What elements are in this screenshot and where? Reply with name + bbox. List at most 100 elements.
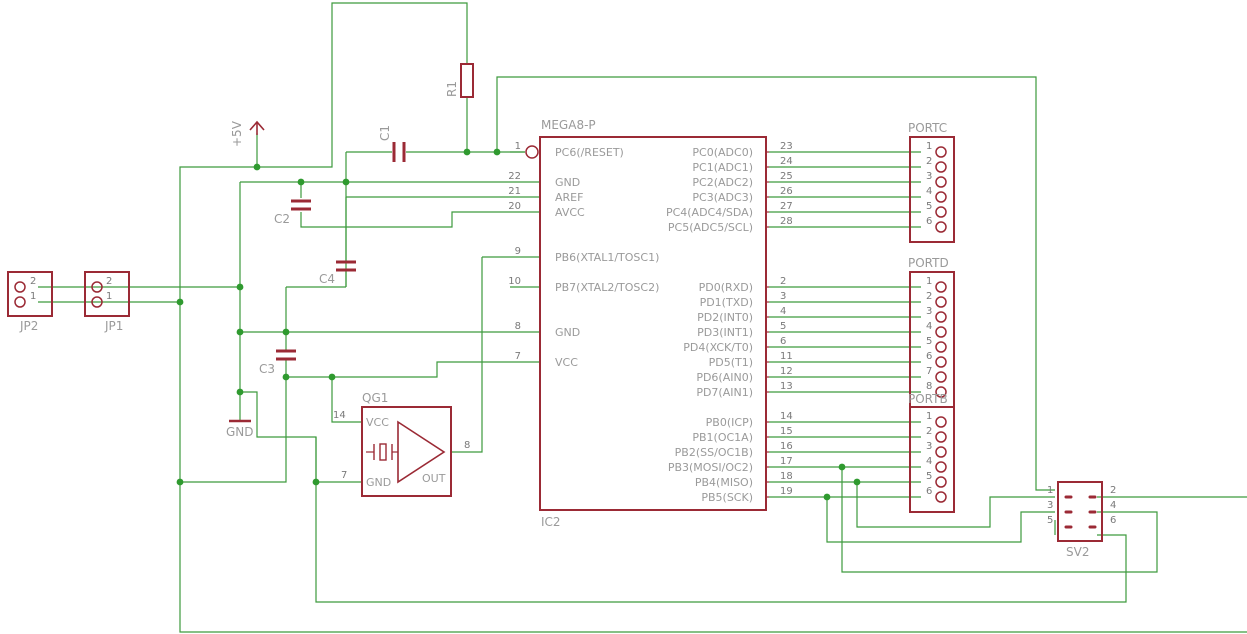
ic2-pin-label: GND	[555, 326, 580, 339]
ic2-pin-label: PC6(/RESET)	[555, 146, 624, 159]
ic2-pin-label: PB5(SCK)	[701, 491, 753, 504]
ic2-pin-number: 15	[780, 426, 793, 437]
ic2-right-pins: 23PC0(ADC0)24PC1(ADC1)25PC2(ADC2)26PC3(A…	[666, 141, 793, 504]
qg1-pin-out: 8	[464, 440, 470, 451]
header-pin-number: 3	[926, 171, 932, 182]
header-pin-number: 6	[926, 216, 932, 227]
header-pin-number: 5	[926, 471, 932, 482]
header-pin-number: 6	[926, 486, 932, 497]
header-pin-number: 7	[926, 366, 932, 377]
portc-name: PORTC	[908, 121, 947, 135]
ic2-pin-label: PD0(RXD)	[699, 281, 753, 294]
ic2-pin-number: 16	[780, 441, 793, 452]
ic2-pin-label: PD2(INT0)	[697, 311, 753, 324]
qg1-vcc-label: VCC	[366, 416, 389, 429]
sv2-pin-number: 1	[1047, 485, 1053, 496]
ic2-pin-number: 7	[515, 351, 521, 362]
ic2-pin-label: PC5(ADC5/SCL)	[668, 221, 753, 234]
ic2-pin-label: AREF	[555, 191, 583, 204]
header-pin-number: 1	[926, 411, 932, 422]
header-pin-number: 4	[926, 456, 932, 467]
header-pin-circle	[935, 386, 947, 398]
header-pin-circle	[935, 476, 947, 488]
ic2-pin-label: PD3(INT1)	[697, 326, 753, 339]
ic2-pin-number: 1	[515, 141, 521, 152]
ic2-pin-label: PB7(XTAL2/TOSC2)	[555, 281, 659, 294]
ic2-pin-label: PB2(SS/OC1B)	[675, 446, 753, 459]
header-pin-circle	[935, 161, 947, 173]
jp2-name: JP2	[19, 319, 38, 333]
header-pin-circle	[935, 416, 947, 428]
ic2-pin-number: 17	[780, 456, 793, 467]
ic2-pin-label: PC0(ADC0)	[692, 146, 753, 159]
header-pin-number: 3	[926, 441, 932, 452]
header-pin-circle	[935, 491, 947, 503]
c2-label: C2	[274, 212, 290, 226]
header-pin-circle	[935, 461, 947, 473]
ic2-pin-number: 19	[780, 486, 793, 497]
header-pin-circle	[935, 281, 947, 293]
ic2-pin-number: 22	[508, 171, 521, 182]
header-pin-number: 4	[926, 186, 932, 197]
ic2-pin-number: 27	[780, 201, 793, 212]
ic2-pin-label: AVCC	[555, 206, 585, 219]
ic2-pin-number: 18	[780, 471, 793, 482]
ic2-pin-number: 25	[780, 171, 793, 182]
capacitor-c4: C4	[319, 260, 356, 286]
header-pin-number: 4	[926, 321, 932, 332]
vcc-label: +5V	[230, 120, 244, 147]
jp1-pin-1: 1	[106, 291, 112, 302]
ic2-pin-number: 10	[508, 276, 521, 287]
header-pin-number: 8	[926, 381, 932, 392]
ic2-pin-number: 23	[780, 141, 793, 152]
resistor-r1: R1	[445, 63, 474, 98]
header-pin-circle	[935, 296, 947, 308]
ic2-pin-number: 26	[780, 186, 793, 197]
ic2-pin-label: PD4(XCK/T0)	[683, 341, 753, 354]
ic2-pin-number: 28	[780, 216, 793, 227]
ic2-pin-number: 9	[515, 246, 521, 257]
header-pin-number: 5	[926, 336, 932, 347]
capacitor-c3: C3	[259, 349, 296, 376]
supply-vcc: +5V	[230, 120, 265, 147]
header-pin-number: 6	[926, 351, 932, 362]
ic2-pin-number: 3	[780, 291, 786, 302]
qg1-pin-gnd: 7	[341, 470, 347, 481]
jp1-name: JP1	[104, 319, 123, 333]
ic2-value: MEGA8-P	[541, 118, 596, 132]
junctions	[176, 148, 861, 501]
header-pin-circle	[935, 446, 947, 458]
ic2-pin-label: PB6(XTAL1/TOSC1)	[555, 251, 659, 264]
ic2-pin-label: PC3(ADC3)	[692, 191, 753, 204]
portb-name: PORTB	[908, 392, 948, 406]
jp2-pin-2: 2	[30, 276, 36, 287]
sv2-pin-number: 5	[1047, 515, 1053, 526]
header-pin-circle	[935, 176, 947, 188]
qg1-gnd-label: GND	[366, 476, 391, 489]
ic2-pin-number: 2	[780, 276, 786, 287]
header-pin-circle	[935, 311, 947, 323]
ic2-pin-label: PB1(OC1A)	[692, 431, 753, 444]
jp1-pin-2: 2	[106, 276, 112, 287]
sv2-name: SV2	[1066, 545, 1089, 559]
capacitor-c2: C2	[274, 199, 311, 226]
sv2-pin-number: 3	[1047, 500, 1053, 511]
ic2-pin-number: 5	[780, 321, 786, 332]
c4-label: C4	[319, 272, 335, 286]
ic2-pin-number: 12	[780, 366, 793, 377]
oscillator-qg1: QG1 VCC GND OUT 14 7 8	[333, 391, 470, 497]
ic2-pin-label: PD1(TXD)	[700, 296, 753, 309]
header-pin-number: 2	[926, 291, 932, 302]
ic2-pin-number: 4	[780, 306, 786, 317]
ic2-name: IC2	[541, 515, 561, 529]
header-pin-circle	[935, 221, 947, 233]
ic2-pin-number: 8	[515, 321, 521, 332]
